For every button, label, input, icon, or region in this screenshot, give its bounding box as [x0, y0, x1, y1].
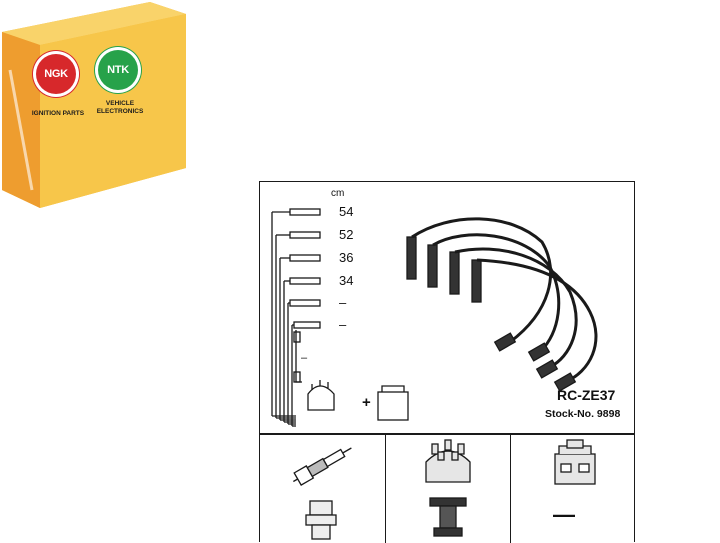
ignition-coil-column: —	[510, 434, 636, 543]
cable-length-5: –	[339, 295, 347, 310]
model-number: RC-ZE37	[557, 387, 616, 403]
distributor-cap-icon	[425, 439, 471, 537]
stock-number: Stock-No. 9898	[545, 408, 621, 420]
length-unit: cm	[331, 188, 345, 199]
product-box-illustration	[2, 2, 186, 208]
wiring-diagram: cm 54 52 36 34 – – – + RC-ZE37 Stock-No.…	[259, 181, 635, 435]
product-box: NGK NTK IGNITION PARTS VEHICLE ELECTRONI…	[0, 0, 190, 215]
ignition-coil-icon	[554, 439, 596, 485]
ngk-caption: IGNITION PARTS	[31, 110, 85, 117]
coil-plug-none: —	[553, 502, 575, 527]
cable-length-3: 36	[339, 250, 354, 265]
cable-length-4: 34	[339, 273, 354, 288]
plus-sign: +	[362, 394, 371, 411]
ignition-cable-drawing	[271, 208, 598, 427]
spark-plug-column	[260, 434, 385, 543]
distributor-cap-column	[385, 434, 511, 543]
cable-length-1: 54	[339, 204, 354, 219]
parts-table: —	[259, 433, 636, 543]
cable-length-2: 52	[339, 227, 354, 242]
ntk-logo: NTK	[98, 50, 138, 90]
cable-length-6: –	[339, 317, 347, 332]
side-cable-length: –	[301, 352, 308, 364]
ngk-logo: NGK	[36, 54, 76, 94]
spark-plug-icon	[293, 447, 352, 540]
ntk-caption: VEHICLE ELECTRONICS	[96, 100, 144, 115]
